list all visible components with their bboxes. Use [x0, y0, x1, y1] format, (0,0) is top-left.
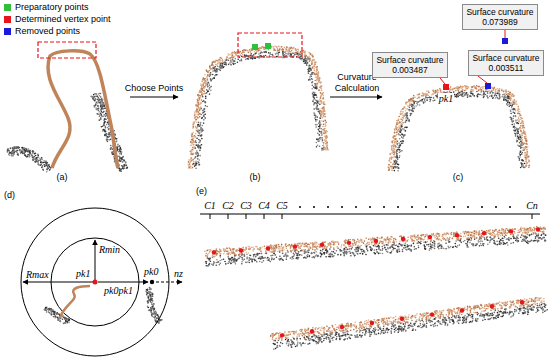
figure: Preparatory pointsDetermined vertex poin…	[0, 0, 550, 359]
